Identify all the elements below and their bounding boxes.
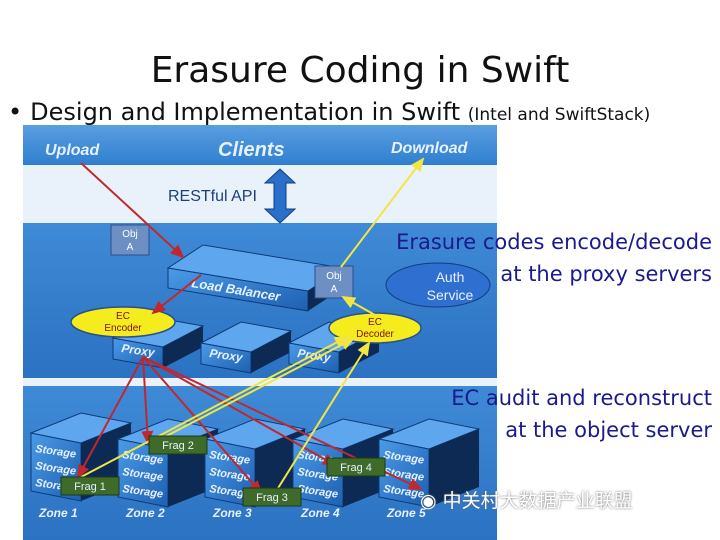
download-label: Download [391,140,469,157]
frag1-to-decoder-arrow [80,336,349,478]
zone-label-2: Zone 2 [125,506,165,520]
storage-label-z1-b: Storage [35,460,77,478]
obj-a-download-line1: Obj [326,271,342,282]
zone-label-3: Zone 3 [212,506,252,520]
decoder-to-obj-arrow [341,296,376,316]
frag2-to-decoder-arrow [152,338,355,444]
frag2-label: Frag 2 [162,440,194,452]
proxy-label-2: Proxy [209,346,245,365]
storage-label-z5-a: Storage [383,449,425,467]
proxy-label-1: Proxy [121,341,157,360]
auth-service-line1: Auth [436,269,465,285]
slide-title: Erasure Coding in Swift [150,50,570,91]
frag1-box [60,476,120,496]
bullet-point: •Design and Implementation in Swift (Int… [8,98,650,126]
proxy-note-line2: at the proxy servers [500,262,712,286]
storage-label-z3-c: Storage [209,483,251,501]
proxy-note: Erasure codes encode/decode at the proxy… [396,226,712,290]
object-note: EC audit and reconstruct at the object s… [451,382,712,446]
auth-service-line2: Service [427,287,474,303]
encoder-to-frag2-arrow [141,356,154,445]
frag3-to-decoder-arrow [274,341,371,494]
ec-encoder-ellipse [70,306,176,338]
obj-a-upload-line2: A [127,242,134,253]
wechat-icon: ◉ [420,490,437,512]
frag4-label: Frag 4 [340,462,372,474]
ec-encoder-line1: EC [116,311,130,322]
frag3-label: Frag 3 [256,492,288,504]
watermark-text: 中关村大数据产业联盟 [442,490,633,512]
encoder-to-frag1-arrow [77,356,144,479]
ec-encoder-line2: Encoder [104,323,142,334]
storage-label-z4-c: Storage [297,483,339,501]
clients-label: Clients [218,139,285,161]
object-note-line1: EC audit and reconstruct [451,386,712,410]
proxy-note-line1: Erasure codes encode/decode [396,230,712,254]
zone-label-5: Zone 5 [386,506,426,520]
bullet-text: Design and Implementation in Swift [30,98,461,126]
storage-label-z2-b: Storage [122,466,164,484]
lb-to-encoder-arrow [151,274,202,315]
ec-decoder-line1: EC [368,317,382,328]
restful-api-label: RESTful API [168,188,257,205]
frag2-box [148,435,208,455]
obj-to-download-arrow [340,157,425,268]
zone-label-4: Zone 4 [300,506,340,520]
obj-a-upload-line1: Obj [122,229,138,240]
encoder-to-frag3-arrow [142,356,263,495]
restful-api-arrow-icon [263,168,297,224]
bullet-note: (Intel and SwiftStack) [467,105,651,125]
frag4-box [326,457,386,477]
storage-box-zone-5 [377,418,481,508]
upload-arrow-to-lb [80,162,185,259]
upload-label: Upload [45,142,100,159]
watermark: ◉ 中关村大数据产业联盟 [420,486,633,513]
obj-a-upload-box [110,224,150,256]
object-note-line2: at the object server [505,418,712,442]
frag1-label: Frag 1 [74,481,106,493]
obj-a-download-line2: A [331,284,338,295]
obj-a-download-box [314,265,354,299]
storage-label-z2-c: Storage [122,483,164,501]
frag3-box [242,487,302,507]
ec-decoder-ellipse [328,312,422,344]
bullet-icon: • [8,98,23,126]
zone-label-1: Zone 1 [38,506,78,520]
proxy-label-3: Proxy [297,346,333,365]
ec-decoder-line2: Decoder [356,329,394,340]
storage-label-z1-a: Storage [35,443,77,461]
auth-service-ellipse [385,262,491,308]
proxy-box-2 [199,321,293,374]
swift-architecture-diagram: Upload Clients Download RESTful API Obj … [23,125,497,540]
api-gap [23,165,497,223]
